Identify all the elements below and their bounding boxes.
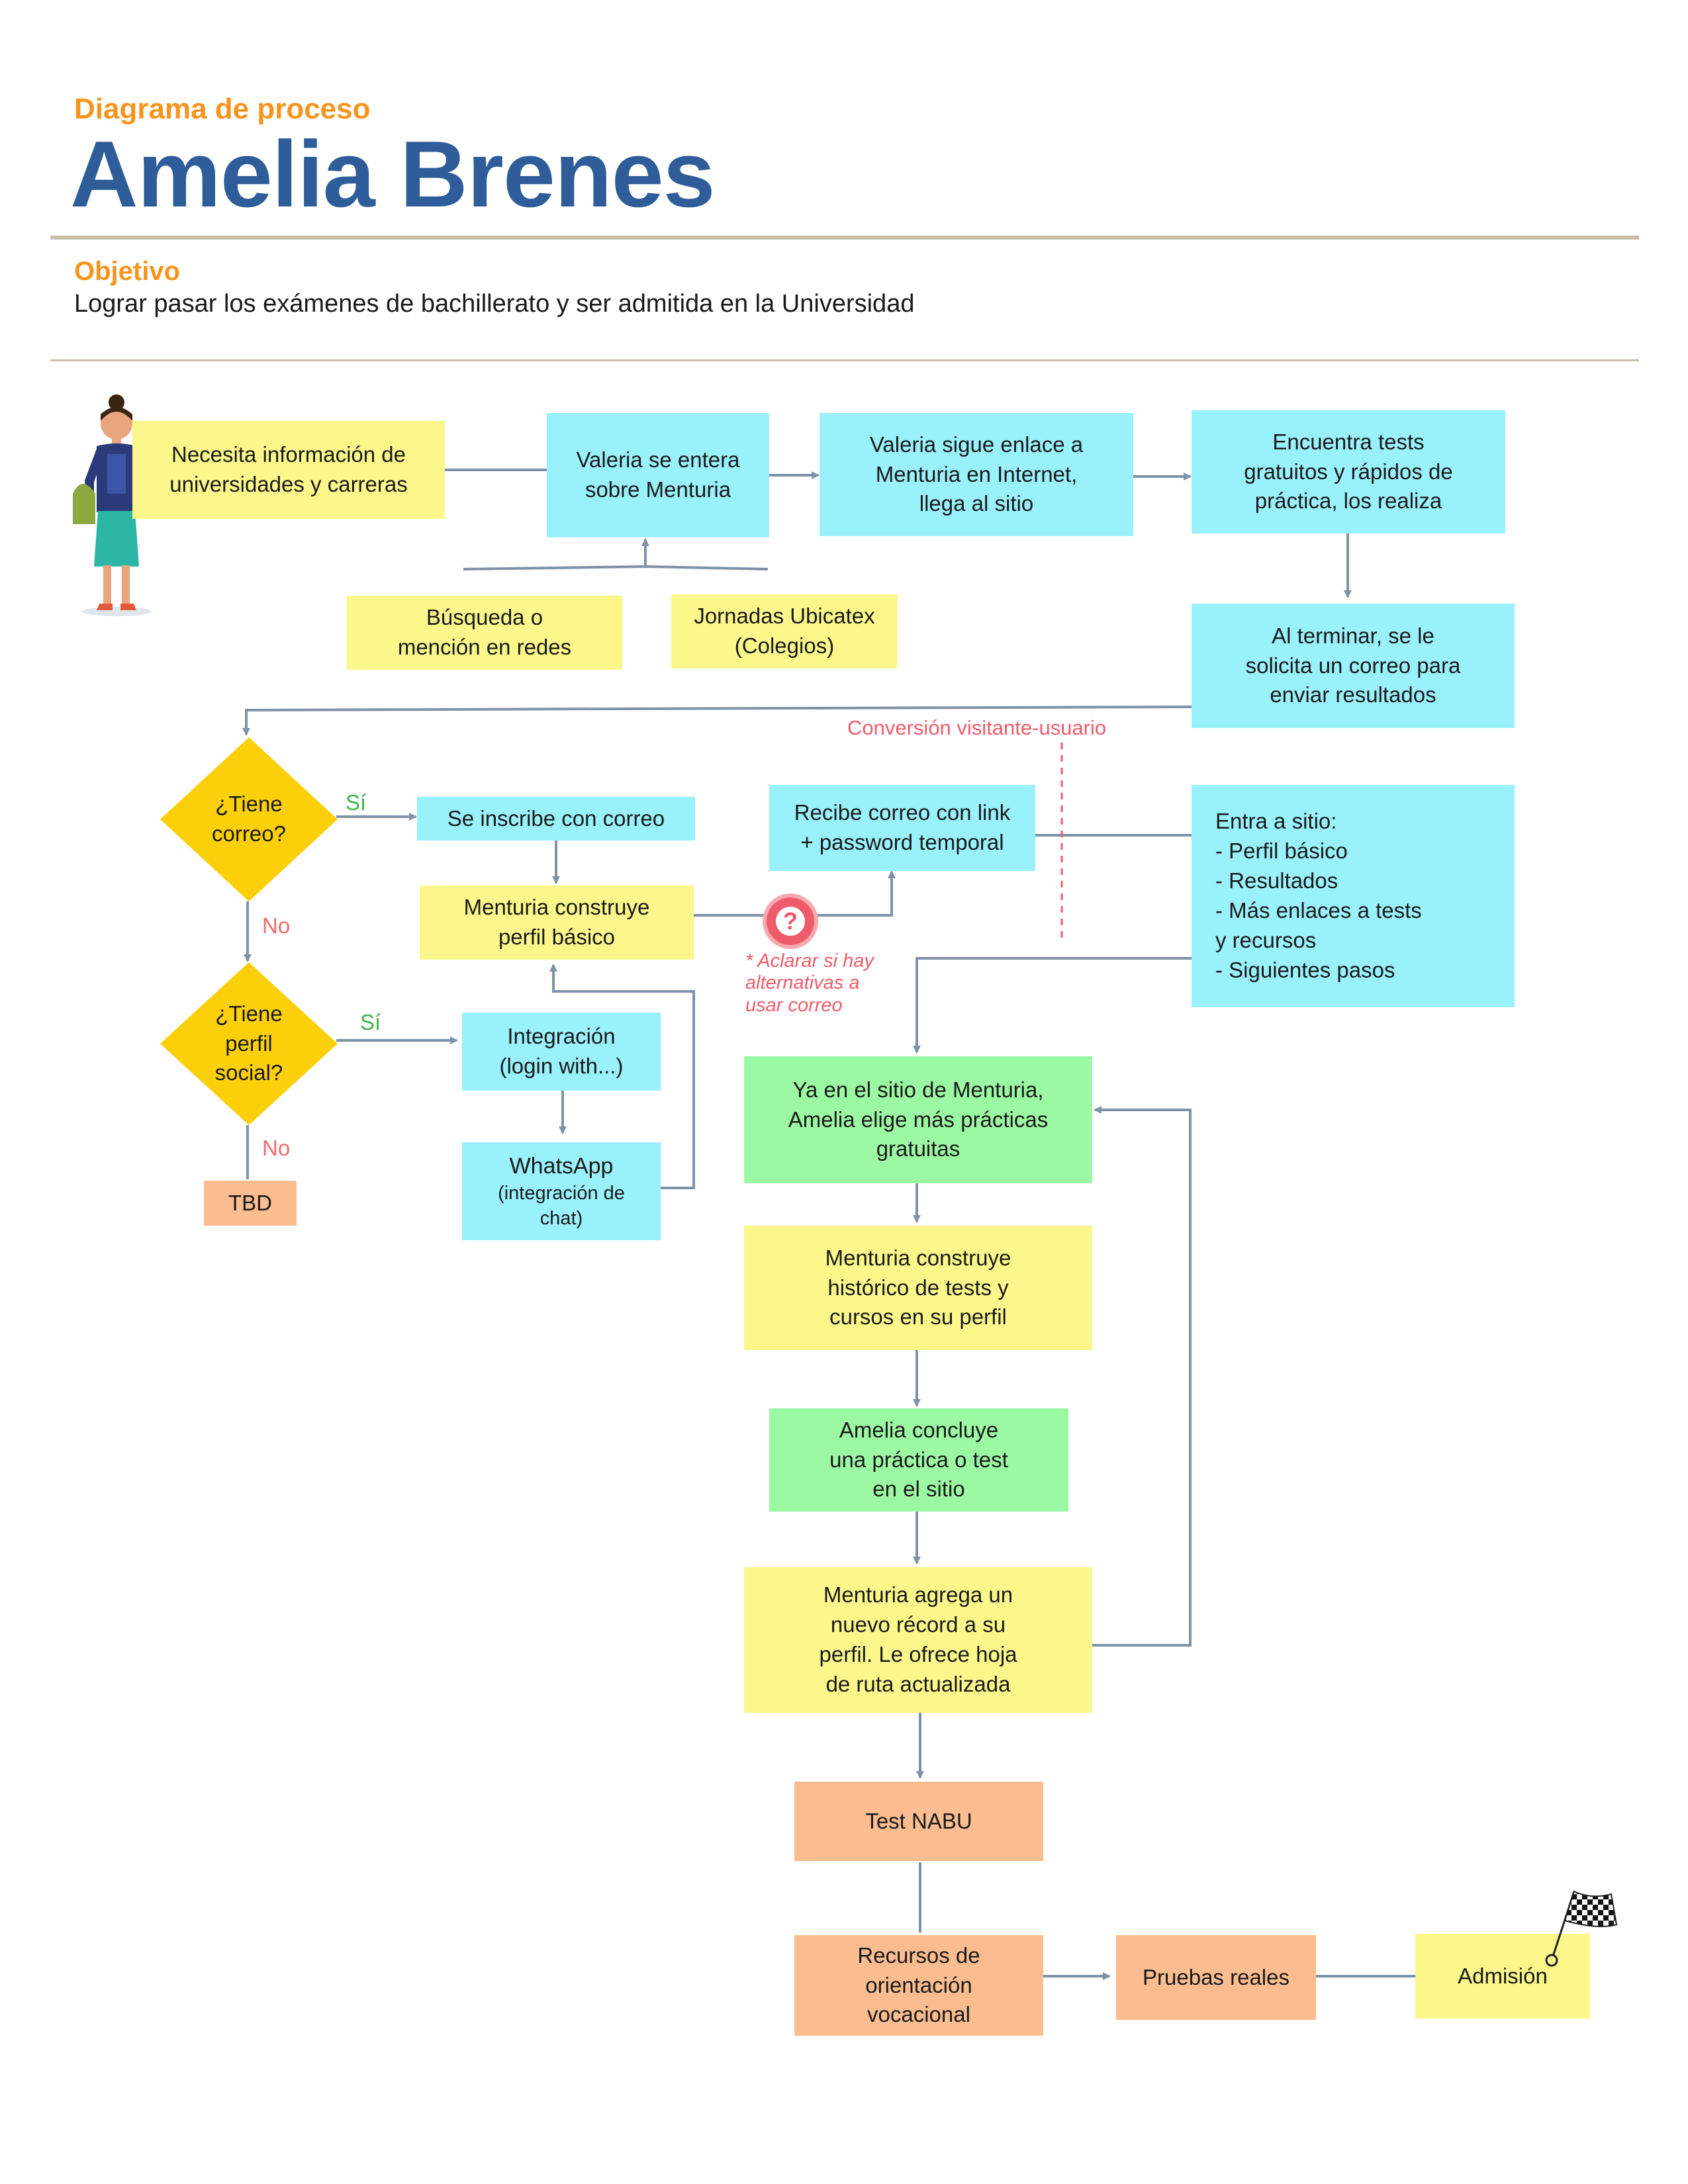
label-conversion-visitante: Conversión visitante-usuario xyxy=(847,716,1107,739)
node-admision: Admisión xyxy=(1415,1934,1590,2019)
checkered-flag-icon xyxy=(1545,1890,1618,1967)
whatsapp-title: WhatsApp xyxy=(509,1154,614,1179)
label-si-correo: Sí xyxy=(346,790,367,815)
node-entra-a-sitio: Entra a sitio: - Perfil básico - Resulta… xyxy=(1192,785,1515,1007)
node-concluye-practica: Amelia concluye una práctica o test en e… xyxy=(769,1408,1068,1512)
objective-text: Lograr pasar los exámenes de bachillerat… xyxy=(74,290,915,318)
node-menturia-perfil-basico: Menturia construye perfil básico xyxy=(420,886,694,960)
node-encuentra-tests: Encuentra tests gratuitos y rápidos de p… xyxy=(1192,410,1505,533)
node-recibe-correo: Recibe correo con link + password tempor… xyxy=(769,785,1035,871)
node-tbd: TBD xyxy=(204,1181,297,1226)
node-valeria-sigue-enlace: Valeria sigue enlace a Menturia en Inter… xyxy=(820,413,1133,536)
node-valeria-se-entera: Valeria se entera sobre Menturia xyxy=(547,413,769,537)
node-jornadas-ubicatex: Jornadas Ubicatex (Colegios) xyxy=(671,594,898,668)
node-historico-tests: Menturia construye histórico de tests y … xyxy=(744,1226,1092,1350)
objective-label: Objetivo xyxy=(74,257,181,286)
header-divider xyxy=(50,236,1639,240)
diagram-subtitle: Diagrama de proceso xyxy=(74,93,371,125)
node-whatsapp: WhatsApp (integración de chat) xyxy=(462,1142,661,1240)
node-se-inscribe-correo: Se inscribe con correo xyxy=(417,797,695,841)
node-busqueda-redes: Búsqueda o mención en redes xyxy=(347,596,622,670)
node-nuevo-record: Menturia agrega un nuevo récord a su per… xyxy=(744,1567,1092,1713)
node-elige-practicas: Ya en el sitio de Menturia, Amelia elige… xyxy=(744,1056,1092,1183)
label-no-correo: No xyxy=(262,913,291,938)
decision-tiene-correo: ¿Tiene correo? xyxy=(212,792,286,846)
decision-diamond-perfil xyxy=(160,962,338,1125)
question-alert-icon: ? xyxy=(767,897,814,945)
node-test-nabu: Test NABU xyxy=(794,1782,1043,1861)
note-aclarar-alternativas: * Aclarar si hay alternativas a usar cor… xyxy=(745,950,874,1016)
node-integracion-login: Integración (login with...) xyxy=(462,1013,661,1091)
page-title: Amelia Brenes xyxy=(70,122,716,227)
decision-diamond-correo xyxy=(160,737,338,901)
node-al-terminar: Al terminar, se le solicita un correo pa… xyxy=(1192,604,1515,728)
node-necesita-informacion: Necesita información de universidades y … xyxy=(132,421,445,519)
question-mark: ? xyxy=(776,907,805,936)
label-si-perfil: Sí xyxy=(360,1010,381,1034)
label-no-perfil: No xyxy=(262,1136,291,1160)
whatsapp-subtitle: (integración de chat) xyxy=(498,1183,625,1230)
decision-tiene-perfil-social: ¿Tiene perfil social? xyxy=(214,1001,283,1085)
woman-persona-illustration xyxy=(73,394,151,616)
node-recursos-orientacion: Recursos de orientación vocacional xyxy=(794,1935,1043,2036)
objective-divider xyxy=(50,359,1639,361)
node-pruebas-reales: Pruebas reales xyxy=(1116,1935,1316,2020)
